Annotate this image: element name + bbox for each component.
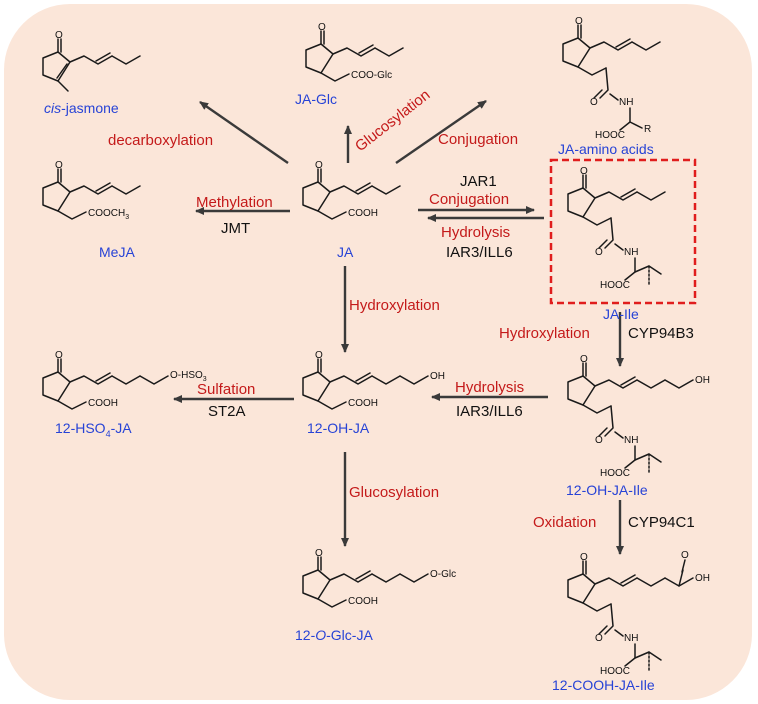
o-glc-group: O-Glc xyxy=(430,569,456,580)
oxo-atom: O xyxy=(580,552,588,563)
label-12-oh-ja-ile: 12-OH-JA-Ile xyxy=(566,482,648,498)
label-ja-ile: JA-Ile xyxy=(603,306,639,322)
carbonyl-oxygen: O xyxy=(595,633,603,644)
oh-group: OH xyxy=(430,371,445,382)
enzyme-labels: JMT JAR1 IAR3/ILL6 CYP94B3 ST2A IAR3/ILL… xyxy=(208,173,695,531)
label-cis-jasmone: cis-jasmone xyxy=(44,100,119,116)
label-cyp94b3: CYP94B3 xyxy=(628,325,694,342)
nh-group: NH xyxy=(619,97,633,108)
oxo-atom: O xyxy=(55,350,63,361)
label-hydrolysis-lower: Hydrolysis xyxy=(455,379,524,396)
label-jmt: JMT xyxy=(221,220,250,237)
oxo-atom: O xyxy=(580,354,588,365)
label-glucosylation-bottom: Glucosylation xyxy=(349,484,439,501)
label-hydrolysis-mid: Hydrolysis xyxy=(441,224,510,241)
oxo-atom: O xyxy=(315,350,323,361)
cis-jasmone-structure: O xyxy=(42,30,141,92)
label-ja: JA xyxy=(337,244,354,260)
cooh-group: COOH xyxy=(88,398,118,409)
acid-carbonyl-oxygen: O xyxy=(681,550,689,561)
12-oh-ja-ile-structure: O OH O NH HOOC xyxy=(567,354,710,479)
hooc-group: HOOC xyxy=(600,468,630,479)
label-iar3-ill6-lower: IAR3/ILL6 xyxy=(456,403,523,420)
background-panel xyxy=(4,4,752,700)
hooc-group: HOOC xyxy=(595,130,625,141)
ja-amino-acids-structure: O O NH HOOC R xyxy=(562,16,661,141)
label-decarboxylation: decarboxylation xyxy=(108,132,213,149)
coo-glc-group: COO-Glc xyxy=(351,70,392,81)
oxo-atom: O xyxy=(580,166,588,177)
meja-structure: O COOCH3 xyxy=(42,160,141,221)
label-oxidation: Oxidation xyxy=(533,514,596,531)
arrow-to-ja-amino-acids xyxy=(395,100,487,164)
label-jar1: JAR1 xyxy=(460,173,497,190)
label-conjugation-top: Conjugation xyxy=(438,131,518,148)
methyl-ester-group: COOCH3 xyxy=(88,208,129,221)
cooh-group: COOH xyxy=(348,208,378,219)
12-hso4-ja-structure: O COOH O-HSO3 xyxy=(42,350,207,410)
label-st2a: ST2A xyxy=(208,403,246,420)
cooh-group: COOH xyxy=(348,398,378,409)
ja-ile-highlight-box xyxy=(549,158,697,305)
nh-group: NH xyxy=(624,247,638,258)
label-12-o-glc-ja: 12-O-Glc-JA xyxy=(295,627,373,643)
oh-group: OH xyxy=(695,375,710,386)
carbonyl-oxygen: O xyxy=(590,97,598,108)
nh-group: NH xyxy=(624,435,638,446)
oxo-atom: O xyxy=(55,160,63,171)
compound-labels: cis-jasmone JA-Glc JA-amino acids MeJA J… xyxy=(44,91,655,693)
o-hso3-group: O-HSO3 xyxy=(170,370,207,383)
carbonyl-oxygen: O xyxy=(595,435,603,446)
oxo-atom: O xyxy=(318,22,326,33)
ja-structure: O COOH xyxy=(302,160,401,220)
12-o-glc-ja-structure: O COOH O-Glc xyxy=(302,548,456,608)
arrow-to-cis-jasmone xyxy=(199,101,289,164)
oxo-atom: O xyxy=(575,16,583,27)
reaction-arrows xyxy=(173,100,624,555)
label-hydroxylation-center: Hydroxylation xyxy=(349,297,440,314)
hooc-group: HOOC xyxy=(600,666,630,677)
acid-oh-group: OH xyxy=(695,573,710,584)
12-oh-ja-structure: O COOH OH xyxy=(302,350,445,410)
hooc-group: HOOC xyxy=(600,280,630,291)
label-ja-glc: JA-Glc xyxy=(295,91,337,107)
r-group: R xyxy=(644,124,651,135)
label-12-oh-ja: 12-OH-JA xyxy=(307,420,370,436)
label-sulfation: Sulfation xyxy=(197,381,255,398)
label-meja: MeJA xyxy=(99,244,135,260)
12-cooh-ja-ile-structure: O O OH O NH HOOC xyxy=(567,550,710,677)
label-12-hso4-ja: 12-HSO4-JA xyxy=(55,420,132,439)
label-iar3-ill6-mid: IAR3/ILL6 xyxy=(446,244,513,261)
nh-group: NH xyxy=(624,633,638,644)
oxo-atom: O xyxy=(55,30,63,41)
label-12-cooh-ja-ile: 12-COOH-JA-Ile xyxy=(552,677,655,693)
label-hydroxylation-right: Hydroxylation xyxy=(499,325,590,342)
label-cyp94c1: CYP94C1 xyxy=(628,514,695,531)
ja-glc-structure: O COO-Glc xyxy=(305,22,404,82)
carbonyl-oxygen: O xyxy=(595,247,603,258)
cooh-group: COOH xyxy=(348,596,378,607)
label-methylation: Methylation xyxy=(196,194,273,211)
label-ja-amino-acids: JA-amino acids xyxy=(558,141,654,157)
oxo-atom: O xyxy=(315,160,323,171)
oxo-atom: O xyxy=(315,548,323,559)
ja-ile-structure: O O NH HOOC xyxy=(567,166,666,291)
label-conjugation-mid: Conjugation xyxy=(429,191,509,208)
